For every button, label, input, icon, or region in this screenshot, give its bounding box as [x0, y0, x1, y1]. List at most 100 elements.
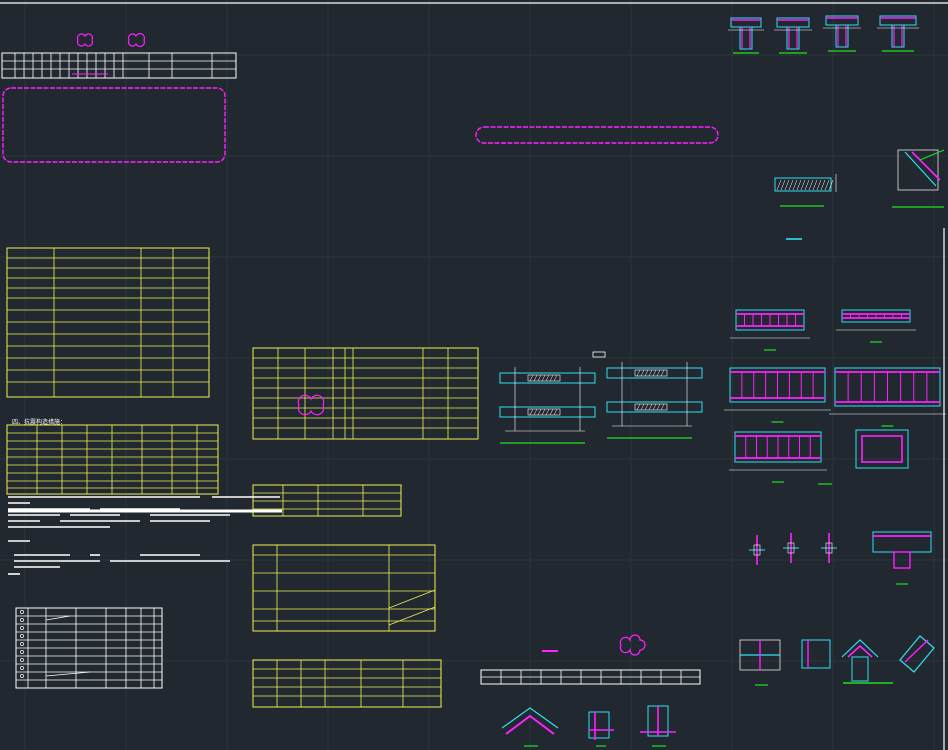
yellow-table-2 [6, 424, 219, 495]
bracket-diag [904, 151, 937, 187]
column-rebar [893, 551, 911, 569]
hatch-line [533, 408, 538, 416]
beam-lower [499, 406, 596, 418]
hatch-line [529, 408, 534, 416]
row-marker-circle [20, 634, 24, 638]
box-rebar [861, 435, 903, 463]
column-stub [851, 656, 869, 682]
hatch-line [648, 369, 653, 377]
hatch-line [553, 408, 558, 416]
notes-text-lines [8, 496, 282, 575]
table-border [252, 544, 436, 632]
hatch-box [527, 408, 561, 416]
beam-lower [606, 401, 703, 413]
hatch-line [656, 403, 661, 411]
row-marker-circle [20, 618, 24, 622]
yellow-table-6 [252, 659, 442, 708]
table-border [252, 484, 402, 517]
detail-skew-bracket [892, 149, 945, 208]
hatch-line [800, 179, 806, 191]
hatch-box [634, 403, 668, 411]
notes-heading: 四、抗震构造措施： [12, 418, 66, 426]
section-outline [729, 367, 826, 403]
joint-box [588, 711, 610, 739]
column-mark-3 [821, 533, 837, 563]
detail-bottom-middle [501, 705, 676, 747]
column-mark-1 [749, 535, 765, 565]
title-table-top-left [1, 52, 237, 79]
hatch-box [634, 369, 668, 377]
bracket-rebar [911, 151, 941, 181]
general-notes-block: 四、抗震构造措施： [8, 418, 282, 575]
detail-pair-right [606, 362, 703, 439]
detail-right-4 [829, 367, 946, 427]
hatch-line [636, 369, 641, 377]
table-border [252, 659, 442, 708]
tie [825, 542, 833, 554]
hatch-line [808, 179, 814, 191]
revision-cloud-bottom [619, 634, 646, 656]
row-marker-circle [20, 674, 24, 678]
table-top-grid [1, 52, 237, 79]
hatch-line [660, 403, 665, 411]
rebar-table-bottom-left [15, 607, 163, 689]
revision-cloud-long-middle [475, 126, 719, 144]
table-slash [45, 671, 91, 677]
hatch-line [804, 179, 810, 191]
table-slash [45, 615, 71, 621]
column-stub [786, 26, 800, 50]
rotated-rebar [904, 639, 929, 663]
gable-outline [841, 639, 879, 658]
hatch-line [652, 403, 657, 411]
row-marker-circle [20, 658, 24, 662]
detail-right-6 [818, 429, 909, 485]
bracket-frame [897, 149, 939, 191]
table-border [252, 347, 479, 440]
hatch-line [553, 374, 558, 382]
section-outline [735, 309, 805, 331]
hatch-line [812, 179, 818, 191]
detail-bottom-right [739, 635, 935, 686]
hatch-line [660, 369, 665, 377]
hatch-line [537, 374, 542, 382]
hatch-line [549, 408, 554, 416]
row-marker-circle [20, 610, 24, 614]
revision-cloud-in-table [297, 394, 325, 416]
tie [753, 544, 761, 556]
column-stub [891, 24, 905, 48]
hatch-line [636, 403, 641, 411]
yellow-schedule-tables [6, 247, 479, 708]
detail-slab-hatch [774, 174, 837, 240]
detail-right-5 [729, 431, 827, 483]
box-outline [855, 429, 909, 469]
detail-top-1 [728, 17, 764, 54]
strip-table-bottom-middle [480, 669, 701, 685]
hatch-line [541, 408, 546, 416]
hatch-line [792, 179, 798, 191]
hatch-line [784, 179, 790, 191]
yellow-table-1 [6, 247, 210, 398]
hatch-line [796, 179, 802, 191]
detail-pair-left [499, 367, 596, 444]
detail-right-1 [730, 309, 810, 351]
tie [787, 542, 795, 554]
hatch-line [648, 403, 653, 411]
yellow-table-4 [252, 484, 402, 517]
hatch-line [549, 374, 554, 382]
detail-top-4 [877, 15, 919, 52]
roof-outline [501, 707, 559, 729]
table-diagonal [388, 606, 436, 626]
detail-top-3 [823, 15, 861, 52]
hatch-line [656, 369, 661, 377]
roof-rebar [505, 714, 555, 735]
hatch-line [788, 179, 794, 191]
hatch-line [533, 374, 538, 382]
hatch-marker [592, 351, 606, 358]
section-outline [734, 431, 822, 463]
hatch-line [820, 179, 826, 191]
column-box [801, 639, 831, 669]
hatch-line [652, 369, 657, 377]
